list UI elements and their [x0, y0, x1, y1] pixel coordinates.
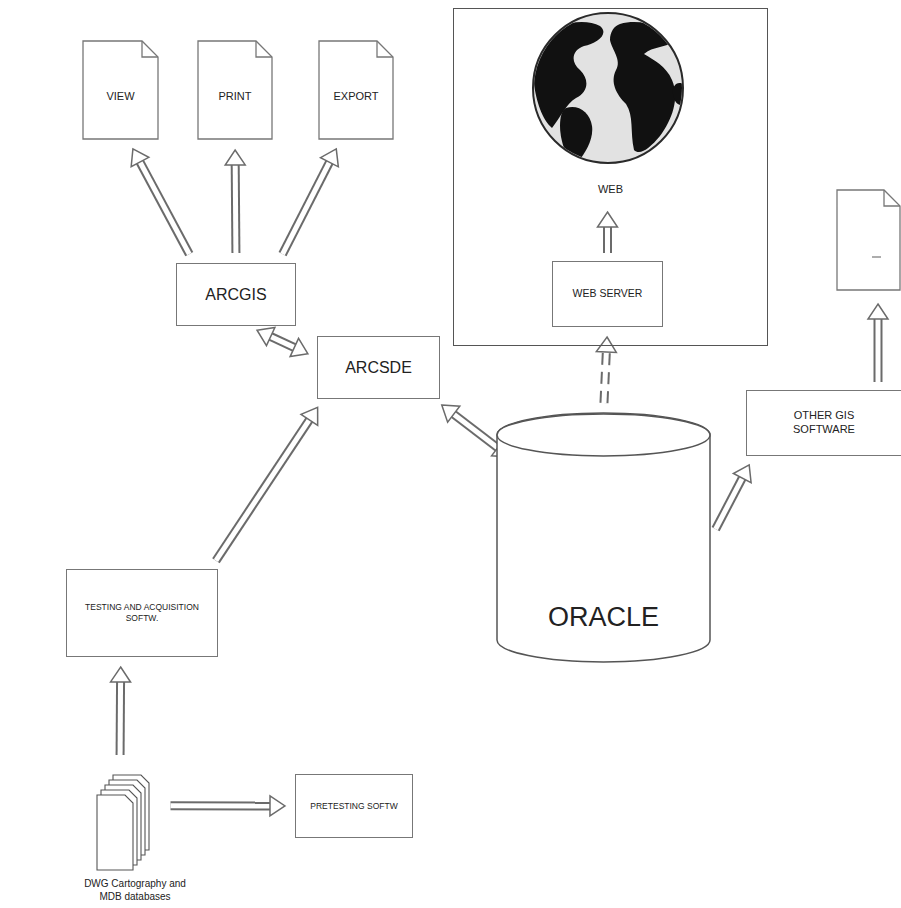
node-label: WEB [454, 183, 767, 197]
flow-arrow [171, 796, 286, 816]
node-label: ARCGIS [205, 285, 266, 305]
process-box: OTHER GIS SOFTWARE [746, 390, 901, 456]
flow-arrow [283, 149, 339, 254]
node-label: TESTING AND ACQUISITION SOFTW. [81, 602, 203, 623]
process-box: ARCGIS [176, 263, 296, 326]
dashed-arrow [596, 337, 616, 403]
node-label: EXPORT [333, 90, 378, 104]
node-label: PRINT [219, 90, 252, 104]
process-box: ARCSDE [317, 336, 440, 399]
database-cylinder: ORACLE [496, 413, 711, 663]
flow-arrow [257, 327, 308, 356]
node-label: PRETESTING SOFTW [310, 801, 397, 812]
flow-arrow [216, 407, 318, 560]
process-box: TESTING AND ACQUISITION SOFTW. [66, 569, 218, 657]
server-to-globe-arrow [598, 212, 618, 253]
process-box: PRETESTING SOFTW [295, 774, 413, 838]
output-document-icon [837, 190, 900, 290]
web-frame: WEB WEB SERVER [453, 8, 768, 346]
flow-arrow [716, 465, 751, 529]
process-box: WEB SERVER [552, 261, 663, 327]
node-label: OTHER GIS SOFTWARE [775, 409, 873, 437]
node-label: DWG Cartography and MDB databases [75, 878, 195, 903]
node-label: ARCSDE [345, 358, 412, 378]
node-label: VIEW [106, 90, 134, 104]
output-document: EXPORT [318, 40, 394, 140]
globe-icon [533, 13, 688, 166]
flow-arrow [131, 149, 189, 254]
output-document: PRINT [197, 40, 273, 140]
node-label: ORACLE [548, 601, 659, 635]
output-document: VIEW [82, 40, 159, 140]
gis-to-document-arrow [868, 304, 888, 382]
node-label: WEB SERVER [573, 287, 643, 300]
flow-arrow [111, 667, 131, 755]
flow-arrow [225, 150, 245, 253]
file-stack: DWG Cartography and MDB databases [60, 765, 210, 905]
